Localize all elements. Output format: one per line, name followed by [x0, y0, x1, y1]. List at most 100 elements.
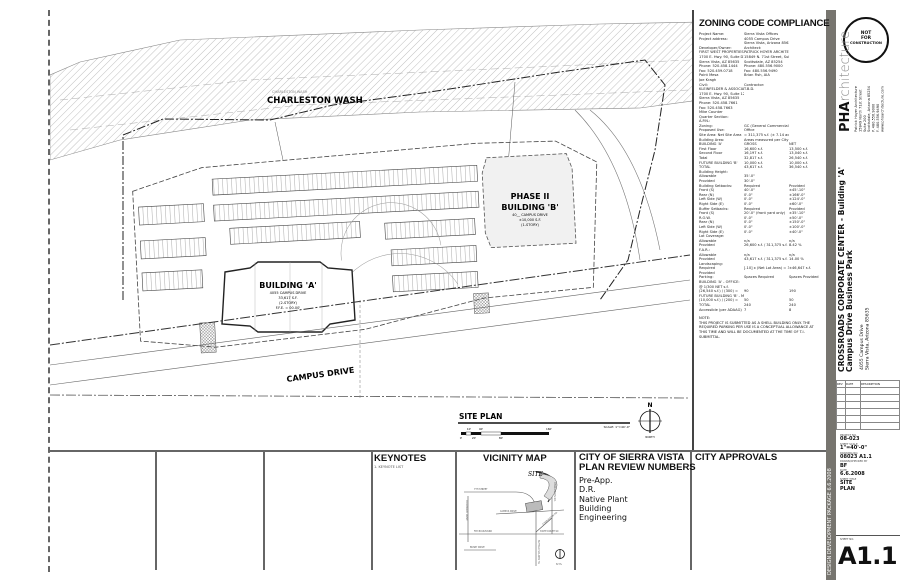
compliance-row: Right Side (E)0'-0"±60'-0" — [699, 202, 826, 207]
compliance-cell: ±46,647 s.f. — [789, 266, 811, 271]
compliance-cell: Right Side (E) — [699, 201, 724, 206]
package-label: DESIGN DEVELOPMENT PACKAGE 6.6.2008 — [827, 468, 833, 575]
compliance-cell: Spaces Required — [744, 275, 774, 280]
nts-label: N.T.S. — [556, 563, 562, 566]
compliance-row: Proposed Use: Office — [699, 128, 826, 133]
compliance-row: Parking: Spaces Required Spaces Provided — [699, 275, 826, 280]
compliance-row: Developer/Owner:Architect: — [699, 46, 826, 51]
scale-label: 40' — [479, 427, 484, 431]
compliance-cell: BUILDING 'A' — [699, 142, 723, 147]
campus-drive-label: CAMPUS DRIVE — [286, 366, 355, 384]
compliance-cell: Provided — [699, 257, 715, 262]
compliance-cell: Fax: 520.458.7663 — [699, 105, 733, 110]
compliance-cell: 0'-0" — [744, 220, 753, 225]
compliance-cell: 0'-0" — [744, 224, 753, 229]
compliance-cell: ±166'-0" — [789, 192, 806, 197]
compliance-cell: 26,540 s.f. — [789, 156, 808, 161]
compliance-row: Total 32,817 s.f. 26,540 s.f. — [699, 156, 826, 161]
road-label: BUSBY DRIVE — [470, 546, 485, 549]
firm-logo-bold: PHA — [838, 101, 853, 132]
compliance-cell: Spaces Provided — [789, 275, 819, 280]
compliance-cell: 15849 N. 71st Street, Suite 200 — [744, 54, 789, 59]
building-a-address: 4055 CAMPUS DRIVE — [270, 291, 307, 295]
compliance-row: FIRST WEST PROPERTIES CORP.PATRICK HOYER… — [699, 50, 826, 55]
compliance-cell: Building Area: — [699, 137, 725, 142]
compliance-row: @ 1/300 NET s.f. — [699, 285, 826, 290]
building-a-stories: (2-STORY) — [279, 301, 297, 305]
compliance-cell: Areas measured per City of Sierra Vista … — [744, 137, 789, 142]
compliance-cell: Provided — [699, 179, 715, 183]
compliance-cell: F.A.R.: — [699, 247, 710, 252]
compliance-cell: Parking: — [699, 275, 714, 280]
compliance-cell: n/a — [744, 238, 750, 243]
divider — [371, 450, 373, 570]
compliance-cell: NET — [789, 142, 797, 147]
compliance-cell: Second Floor — [699, 151, 723, 156]
vicinity-map: SITE 7TH STREET CAMPUS DRIVE CHARLESTON … — [459, 471, 565, 566]
compliance-cell: 20'-0" (front yard only) — [744, 211, 786, 216]
divider — [574, 450, 576, 570]
compliance-cell: 0'-0" — [744, 197, 753, 202]
title-block-bar — [826, 10, 836, 580]
review-item: Native Plant — [579, 494, 628, 504]
compliance-cell: FUTURE BUILDING 'B' - MEDICAL: — [699, 293, 744, 298]
review-title-2: PLAN REVIEW NUMBERS — [579, 462, 696, 473]
compliance-cell: ±35'-10" — [789, 211, 806, 216]
site-marker — [525, 500, 544, 513]
compliance-cell: n/a — [789, 238, 795, 243]
sheet-border — [48, 10, 900, 572]
divider — [155, 450, 157, 570]
compliance-cell: Civil: — [699, 82, 708, 87]
compliance-row: R.O.W.0'-0"±50'-0" — [699, 216, 826, 221]
compliance-row: Front (S)40'-0"±45'-10" — [699, 188, 826, 193]
project-info: PROJECT NO. 08-023 SHEET SCALE 1"=40'-0"… — [840, 434, 898, 492]
compliance-cell: ±40'-0" — [789, 229, 803, 234]
wash-small-label: CHARLESTON WASH — [272, 90, 308, 94]
compliance-cell: 50 — [744, 298, 749, 303]
vicinity-map-title: VICINITY MAP — [483, 453, 547, 464]
compliance-cell: Project address: — [699, 36, 728, 41]
compliance-cell: 40'-0" — [744, 188, 755, 193]
firm-address: Patrick Hoyer Architecture 15849 North 7… — [854, 66, 885, 132]
project-title-block: CROSSROADS CORPORATE CENTER - Building '… — [837, 150, 854, 372]
compliance-cell: Phone: 520.458.7661 — [699, 100, 738, 105]
compliance-row: Right Side (E)0'-0"±40'-0" — [699, 230, 826, 235]
compliance-cell: 43,617 s.f. — [744, 165, 763, 170]
keynotes-list: 1. KEYNOTE LIST — [374, 465, 404, 469]
compliance-cell: 36,540 s.f. — [789, 165, 808, 170]
compliance-cell: Joe Kragh — [699, 77, 717, 82]
compliance-cell: 13,040 s.f. — [789, 151, 808, 156]
compliance-cell: Buffer Setbacks: — [699, 206, 729, 211]
compliance-cell: Phone: 520.458.1444 — [699, 64, 738, 69]
compliance-cell: Building Height: — [699, 169, 728, 174]
building-b-address: 40__ CAMPUS DRIVE — [512, 213, 548, 217]
scale-label: 160' — [546, 427, 552, 431]
compliance-row: 1700 E. Hwy. 90, Suite D10015849 N. 71st… — [699, 55, 826, 60]
parking-row — [392, 271, 479, 293]
compliance-row: F.A.R.: — [699, 248, 826, 253]
sheet-no-label: SHEET NO. — [840, 538, 854, 541]
scale-label: 10' — [467, 427, 472, 431]
compliance-cell: 1700 E. Hwy. 90, Suite 12 — [699, 91, 744, 96]
compliance-cell: Developer/Owner: — [699, 45, 732, 50]
project-subtitle: Campus Drive Business Park — [845, 250, 854, 372]
compliance-cell: 32,817 s.f. — [744, 156, 763, 161]
site-plan-drawing: CHARLESTON WASH CHARLESTON WASH CAMPUS D… — [50, 21, 692, 440]
compliance-cell: FIRST WEST PROPERTIES CORP. — [699, 50, 744, 55]
firm-logo: PHArchitecture — [838, 31, 853, 132]
compliance-cell: Office — [744, 128, 755, 133]
compliance-cell: Total — [699, 156, 708, 161]
compliance-cell: Rear (N) — [699, 192, 714, 197]
compliance-row: Site Area: Net Site Area= 311,375 s.f. (… — [699, 133, 826, 138]
drawn-by: BF — [840, 462, 848, 469]
compliance-cell: n/a — [744, 252, 750, 257]
compliance-cell: Proposed Use: — [699, 128, 725, 133]
